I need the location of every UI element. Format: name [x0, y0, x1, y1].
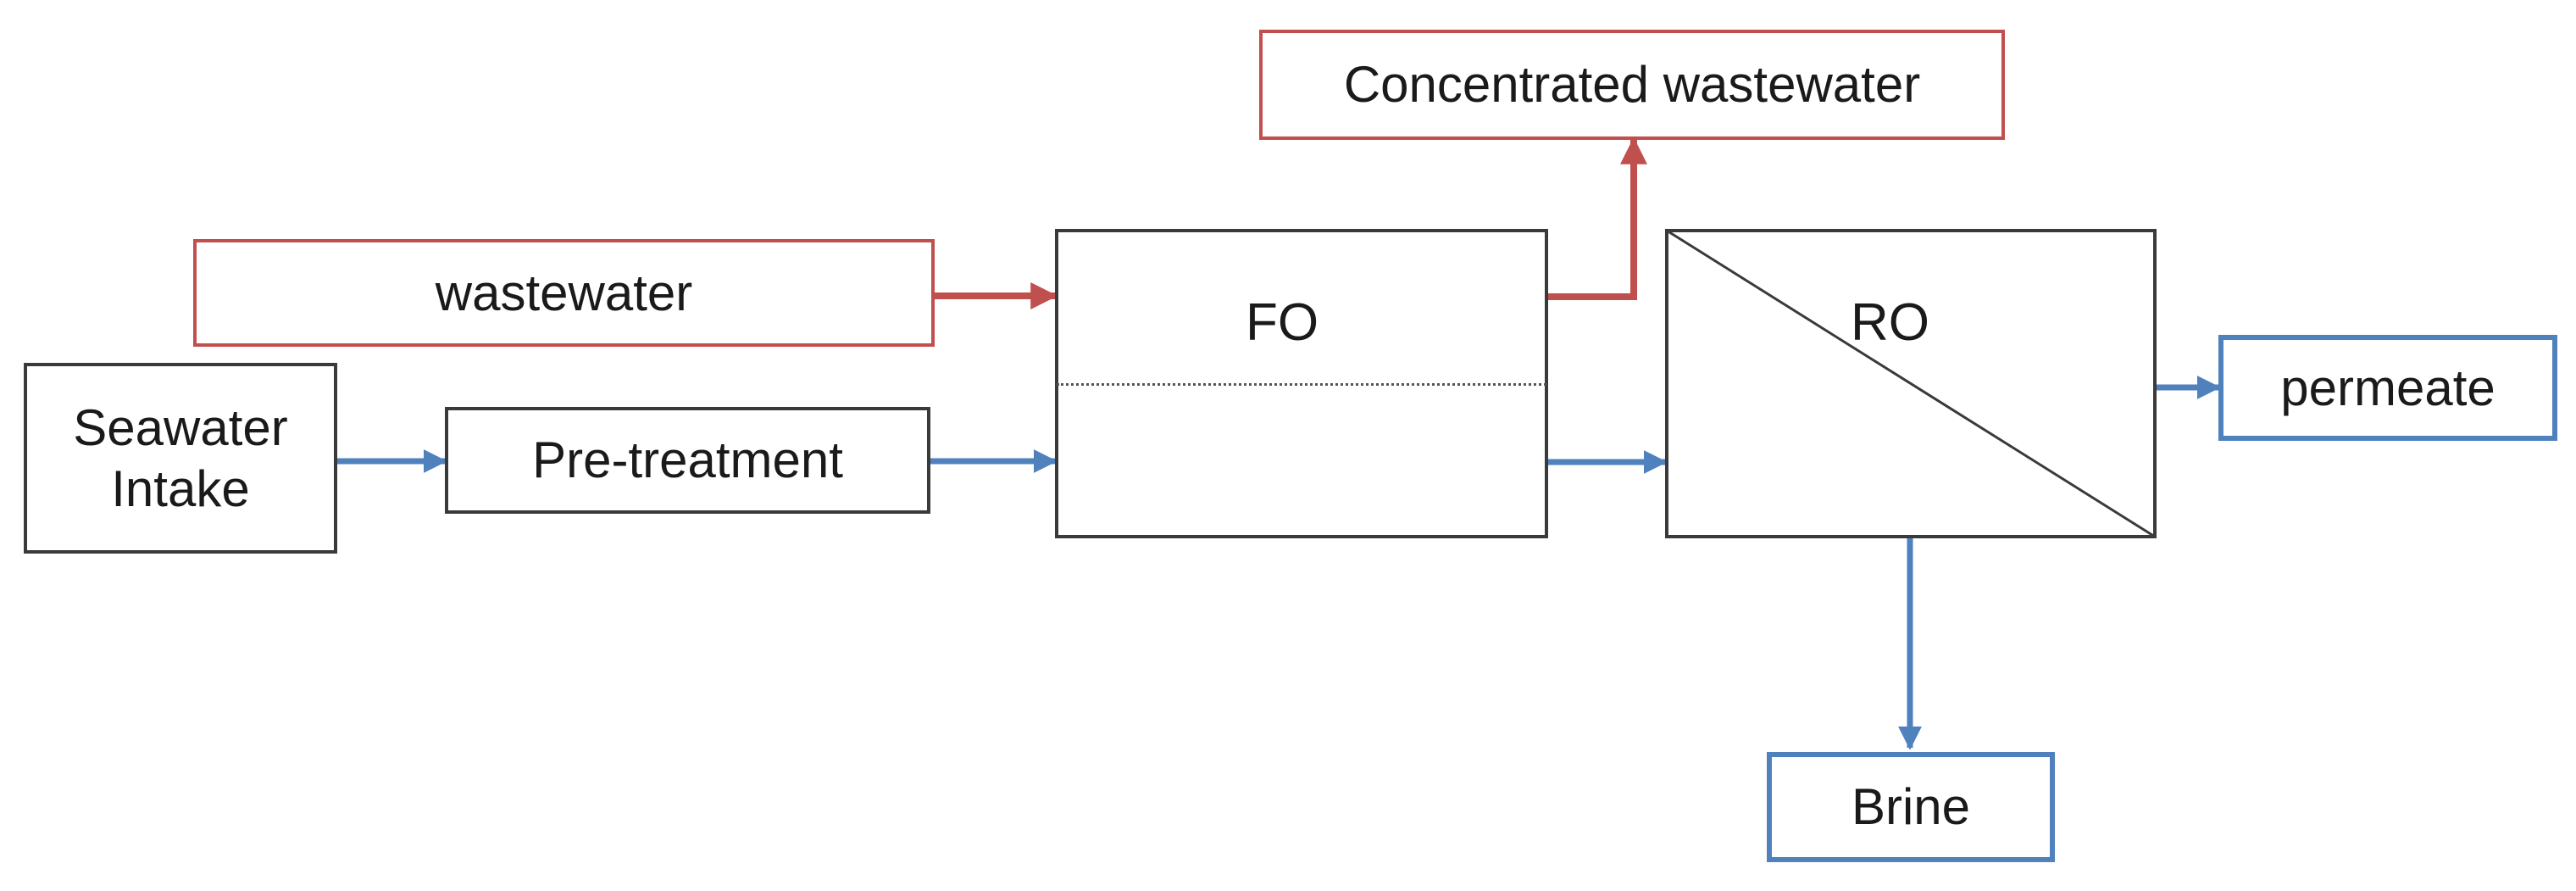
wastewater-label: wastewater	[435, 264, 693, 321]
seawater-intake-box: Seawater Intake	[24, 363, 337, 554]
fo-label: FO	[1246, 293, 1319, 352]
brine-box: Brine	[1767, 752, 2055, 862]
concentrated-wastewater-box: Concentrated wastewater	[1259, 30, 2005, 140]
pretreatment-box: Pre-treatment	[445, 407, 930, 514]
wastewater-box: wastewater	[193, 239, 935, 347]
permeate-label: permeate	[2280, 359, 2496, 416]
permeate-box: permeate	[2218, 335, 2557, 441]
arrow-fo-to-concentrated-wastewater	[1548, 136, 1647, 300]
concentrated-wastewater-label: Concentrated wastewater	[1343, 56, 1921, 113]
seawater-intake-label: Seawater Intake	[73, 398, 288, 517]
brine-label: Brine	[1851, 778, 1971, 835]
ro-label: RO	[1851, 293, 1929, 352]
fo-membrane-divider	[1057, 383, 1546, 386]
pretreatment-label: Pre-treatment	[532, 432, 843, 488]
